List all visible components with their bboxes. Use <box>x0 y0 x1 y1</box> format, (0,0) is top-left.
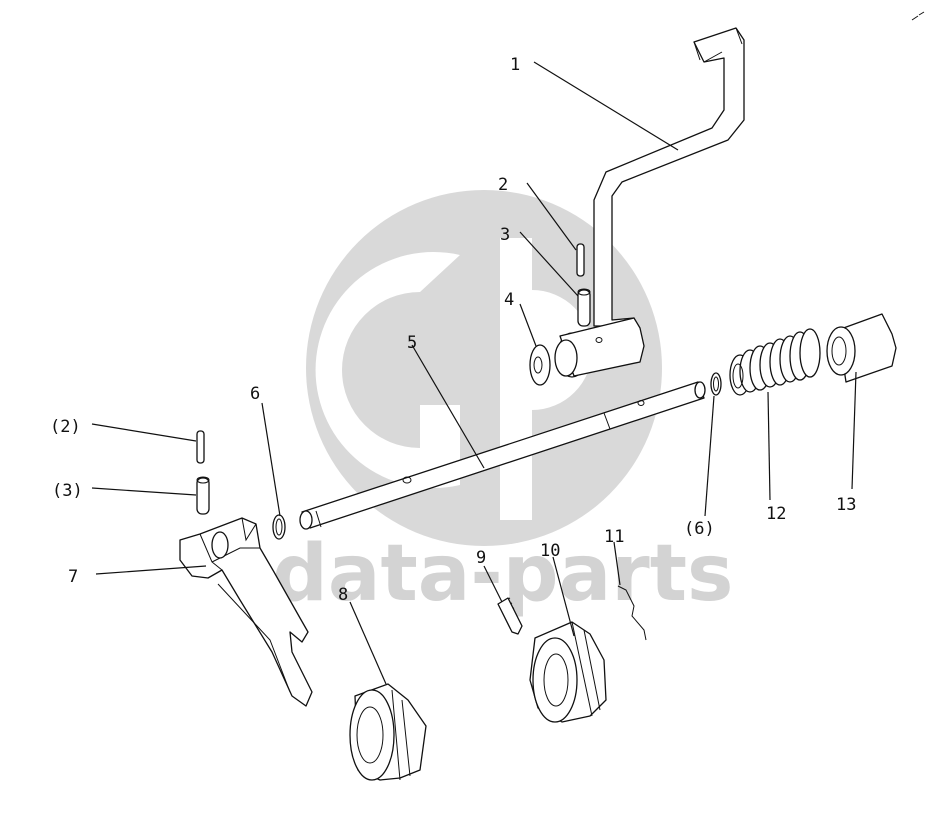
callout-4: 4 <box>504 290 514 310</box>
callout-9: 9 <box>476 548 486 568</box>
part-1-shift-lever <box>554 27 745 378</box>
part-2b-pin <box>196 430 205 464</box>
watermark-g-shape <box>315 251 460 488</box>
callout-6-repeat: (6) <box>684 519 715 539</box>
part-12-coil-spring <box>729 328 821 396</box>
part-5-shaft <box>299 381 706 530</box>
watermark-logo: data-parts <box>272 190 733 619</box>
part-13-bushing <box>826 313 897 383</box>
callout-10: 10 <box>540 541 560 561</box>
part-9-spring <box>497 597 523 635</box>
part-11-spring-clip <box>617 585 647 641</box>
corner-mark <box>911 11 925 21</box>
part-8-sleeve-gear <box>349 683 427 781</box>
callout-2: 2 <box>498 175 508 195</box>
callout-2-repeat: (2) <box>50 417 81 437</box>
part-4-washer <box>529 344 551 386</box>
callout-labels: 1 2 3 4 5 6 (2) (3) 7 8 9 10 11 (6) 12 1… <box>50 55 856 605</box>
callout-3: 3 <box>500 225 510 245</box>
callout-11: 11 <box>604 527 624 547</box>
part-6-ring <box>272 514 286 540</box>
part-10-synchro-hub <box>529 621 607 723</box>
callout-6: 6 <box>250 384 260 404</box>
callout-8: 8 <box>338 585 348 605</box>
part-7-shift-fork <box>179 517 313 707</box>
part-3-pin <box>577 288 591 327</box>
callout-3-repeat: (3) <box>52 481 83 501</box>
callout-12: 12 <box>766 504 786 524</box>
callout-1: 1 <box>510 55 520 75</box>
callout-5: 5 <box>407 333 417 353</box>
part-6b-ring <box>710 372 722 396</box>
leader-lines <box>91 61 857 685</box>
callout-13: 13 <box>836 495 856 515</box>
part-3b-pin <box>196 476 210 515</box>
callout-7: 7 <box>68 567 78 587</box>
part-2-pin <box>576 243 585 277</box>
